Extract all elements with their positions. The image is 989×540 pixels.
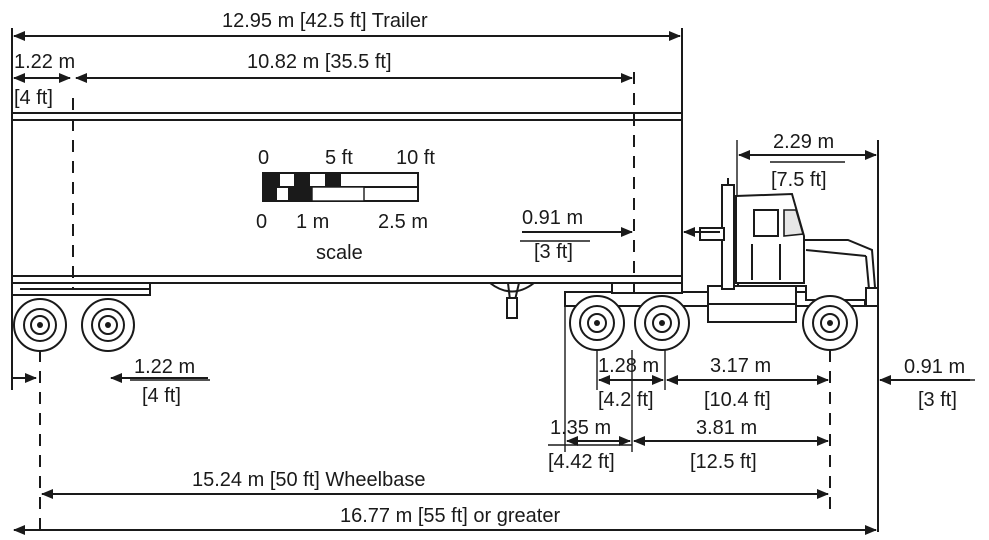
label-drive-center-ft: [4.42 ft]: [548, 451, 615, 473]
label-front-overhang-ft: [4 ft]: [14, 87, 53, 109]
tractor: [564, 178, 879, 323]
label-tandem-spacing-ft: [4.2 ft]: [598, 389, 654, 411]
dimension-labels: 12.95 m [42.5 ft] Trailer 1.22 m [4 ft] …: [14, 10, 965, 527]
label-trailer-length: 12.95 m [42.5 ft] Trailer: [222, 10, 428, 32]
trailer: [11, 112, 683, 319]
air-deflector: [699, 227, 725, 241]
front-bumper: [865, 287, 879, 307]
label-kingpin-offset-ft: [3 ft]: [534, 241, 573, 263]
scale-ft-10: 10 ft: [396, 147, 435, 169]
cab: [735, 192, 805, 284]
scale-m-2-5: 2.5 m: [378, 211, 428, 233]
trailer-wheel-rear: [13, 298, 67, 352]
label-front-bumper-ft: [3 ft]: [918, 389, 957, 411]
tractor-wheels: [569, 295, 858, 351]
landing-gear-foot: [506, 297, 518, 319]
drive-wheel-rear: [569, 295, 625, 351]
label-kingpin-axle: 10.82 m [35.5 ft]: [247, 51, 392, 73]
reference-lines: [11, 28, 879, 532]
label-wheelbase: 15.24 m [50 ft] Wheelbase: [192, 469, 425, 491]
label-cab-length-ft: [7.5 ft]: [771, 169, 827, 191]
dimension-arrows: [12, 31, 975, 535]
cab-window: [753, 209, 779, 237]
label-front-overhang-m: 1.22 m: [14, 51, 75, 73]
drive-wheel-front: [634, 295, 690, 351]
windshield: [783, 209, 805, 237]
label-steer-center-ft: [12.5 ft]: [690, 451, 757, 473]
scale-bar: 0 5 ft 10 ft 0 1 m 2.5 m scale: [256, 147, 435, 264]
trailer-wheels: [13, 298, 135, 352]
label-kingpin-offset-m: 0.91 m: [522, 207, 583, 229]
label-cab-length-m: 2.29 m: [773, 131, 834, 153]
scale-m-1: 1 m: [296, 211, 329, 233]
scale-caption: scale: [316, 242, 363, 264]
label-front-bumper-m: 0.91 m: [904, 356, 965, 378]
scale-m-0: 0: [256, 211, 267, 233]
label-rear-overhang-ft: [4 ft]: [142, 385, 181, 407]
label-tractor-wb-ft: [10.4 ft]: [704, 389, 771, 411]
trailer-wheel-front: [81, 298, 135, 352]
label-tandem-spacing-m: 1.28 m: [598, 355, 659, 377]
fifth-wheel: [611, 282, 683, 294]
label-drive-center-m: 1.35 m: [550, 417, 611, 439]
label-rear-overhang-m: 1.22 m: [134, 356, 195, 378]
label-steer-center-m: 3.81 m: [696, 417, 757, 439]
steer-wheel: [802, 295, 858, 351]
scale-ft-0: 0: [258, 147, 269, 169]
scale-ft-5: 5 ft: [325, 147, 353, 169]
label-tractor-wb-m: 3.17 m: [710, 355, 771, 377]
label-overall-length: 16.77 m [55 ft] or greater: [340, 505, 560, 527]
